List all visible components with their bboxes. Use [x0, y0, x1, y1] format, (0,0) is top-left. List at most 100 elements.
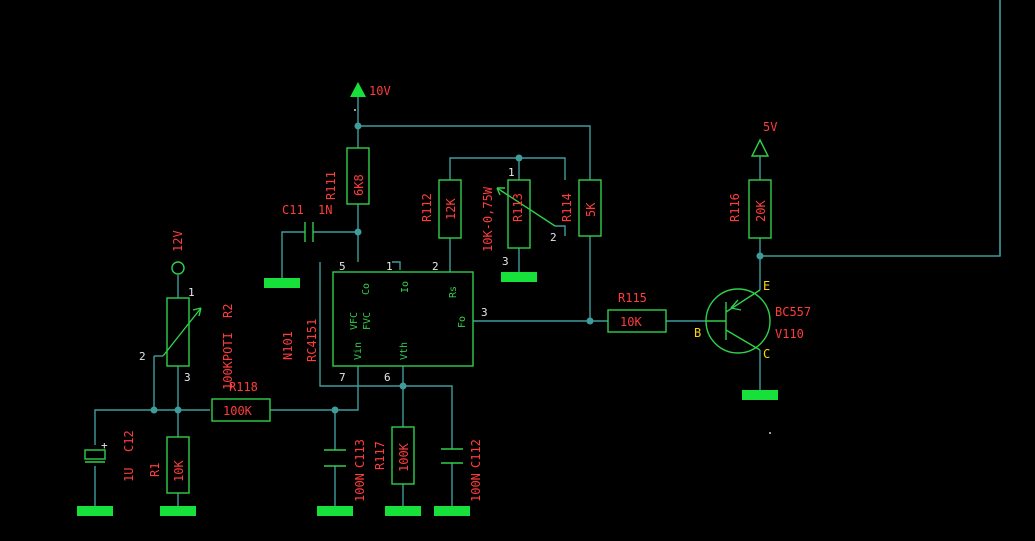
r117-ref: R117 [373, 441, 387, 470]
power-arrow-icon [350, 82, 366, 97]
r1-ref: R1 [148, 463, 162, 477]
v110-pin-b: B [694, 326, 701, 340]
c12-value: 1U [122, 468, 136, 482]
r1-value: 10K [172, 460, 186, 482]
junctions [150, 122, 764, 414]
resistor-r116[interactable]: R116 20K [728, 179, 772, 239]
n101-label-rs: Rs [448, 286, 459, 298]
v110-pin-c: C [763, 347, 770, 361]
n101-value: RC4151 [305, 319, 319, 362]
potentiometer-r113[interactable]: 1 2 3 R113 10K-0,75W [481, 166, 557, 268]
resistor-r1[interactable]: R1 10K [148, 436, 190, 494]
r113-pin1: 1 [508, 166, 515, 179]
r112-ref: R112 [420, 193, 434, 222]
junction-dot [586, 317, 594, 325]
ground-icon [742, 390, 778, 400]
r112-value: 12K [444, 198, 458, 220]
junction-dot [756, 252, 764, 260]
junction-dot [354, 122, 362, 130]
ic-n101[interactable]: 5 1 2 3 7 6 VFC FVC Co Io Rs Fo Vin Vth … [281, 260, 488, 384]
n101-ref: N101 [281, 331, 295, 360]
v110-ref: V110 [775, 327, 804, 341]
n101-pin7: 7 [339, 371, 346, 384]
r116-ref: R116 [728, 193, 742, 222]
junction-dot [174, 406, 182, 414]
resistor-r118[interactable]: R118 100K [211, 380, 271, 422]
n101-pin6: 6 [384, 371, 391, 384]
resistor-r115[interactable]: R115 10K [607, 291, 667, 333]
resistor-r117[interactable]: R117 100K [373, 426, 415, 485]
r2-value: 100KPOTI [221, 332, 235, 390]
c11-value: 1N [318, 203, 332, 217]
r113-value: 10K-0,75W [481, 186, 495, 252]
wires [94, 0, 1001, 510]
n101-label-fo: Fo [457, 316, 468, 328]
resistor-r111[interactable]: R111 6K8 [324, 147, 370, 205]
junction-dot [515, 154, 523, 162]
r115-ref: R115 [618, 291, 647, 305]
power-12v: 12V [171, 230, 185, 275]
r111-value: 6K8 [352, 174, 366, 196]
power-terminal-icon [171, 261, 185, 275]
power-5v: 5V [750, 120, 777, 157]
ground-icon [434, 506, 470, 516]
junction-dot [331, 406, 339, 414]
r116-value: 20K [754, 200, 768, 222]
net-label-12v: 12V [171, 230, 185, 252]
ground-icon [264, 278, 300, 288]
stray-dot [354, 109, 356, 111]
v110-value: BC557 [775, 305, 811, 319]
capacitor-c112[interactable]: C112 100N [441, 439, 483, 502]
potentiometer-r2[interactable]: 1 2 3 R2 100KPOTI [139, 286, 235, 390]
v110-pin-e: E [763, 279, 770, 293]
c112-ref: C112 [469, 439, 483, 468]
r2-ref: R2 [221, 304, 235, 318]
capacitor-c113[interactable]: C113 100N [324, 439, 367, 502]
r118-value: 100K [223, 404, 253, 418]
c12-polarity-icon: + [101, 439, 108, 452]
n101-label-io: Io [400, 281, 411, 293]
r114-ref: R114 [560, 193, 574, 222]
capacitor-c12[interactable]: + C12 1U [84, 430, 136, 482]
ground-icon [160, 506, 196, 516]
r118-ref: R118 [229, 380, 258, 394]
r113-pin3: 3 [502, 255, 509, 268]
junction-dot [399, 382, 407, 390]
r114-value: 5K [584, 202, 598, 217]
capacitor-c11[interactable]: C11 1N [282, 203, 332, 242]
net-label-5v: 5V [763, 120, 777, 134]
ground-icon [501, 272, 537, 282]
n101-pin2: 2 [432, 260, 439, 273]
r113-ref: R113 [511, 193, 525, 222]
r113-pin2: 2 [550, 231, 557, 244]
c12-ref: C12 [122, 430, 136, 452]
c113-value: 100N [353, 473, 367, 502]
r115-value: 10K [620, 315, 642, 329]
r117-value: 100K [397, 442, 411, 472]
n101-pin5: 5 [339, 260, 346, 273]
resistor-r112[interactable]: R112 12K [420, 179, 462, 239]
junction-dot [354, 228, 362, 236]
c112-value: 100N [469, 473, 483, 502]
n101-label-co: Co [361, 283, 372, 295]
power-10v: 10V [350, 82, 391, 98]
n101-label-vin: Vin [353, 342, 364, 360]
c113-ref: C113 [353, 439, 367, 468]
grounds [77, 272, 778, 516]
r2-pin3: 3 [184, 371, 191, 384]
n101-label-fvc: FVC [362, 312, 373, 330]
n101-pin1: 1 [386, 260, 393, 273]
ground-icon [317, 506, 353, 516]
r2-pin1: 1 [188, 286, 195, 299]
ground-icon [385, 506, 421, 516]
junction-dot [150, 406, 158, 414]
r2-pin2: 2 [139, 350, 146, 363]
net-label-10v: 10V [369, 84, 391, 98]
ground-icon [77, 506, 113, 516]
resistor-r114[interactable]: R114 5K [560, 179, 602, 237]
n101-label-vfc: VFC [349, 312, 360, 330]
transistor-v110[interactable]: B E C BC557 V110 [694, 279, 811, 361]
stray-dot [769, 432, 771, 434]
r111-ref: R111 [324, 171, 338, 200]
